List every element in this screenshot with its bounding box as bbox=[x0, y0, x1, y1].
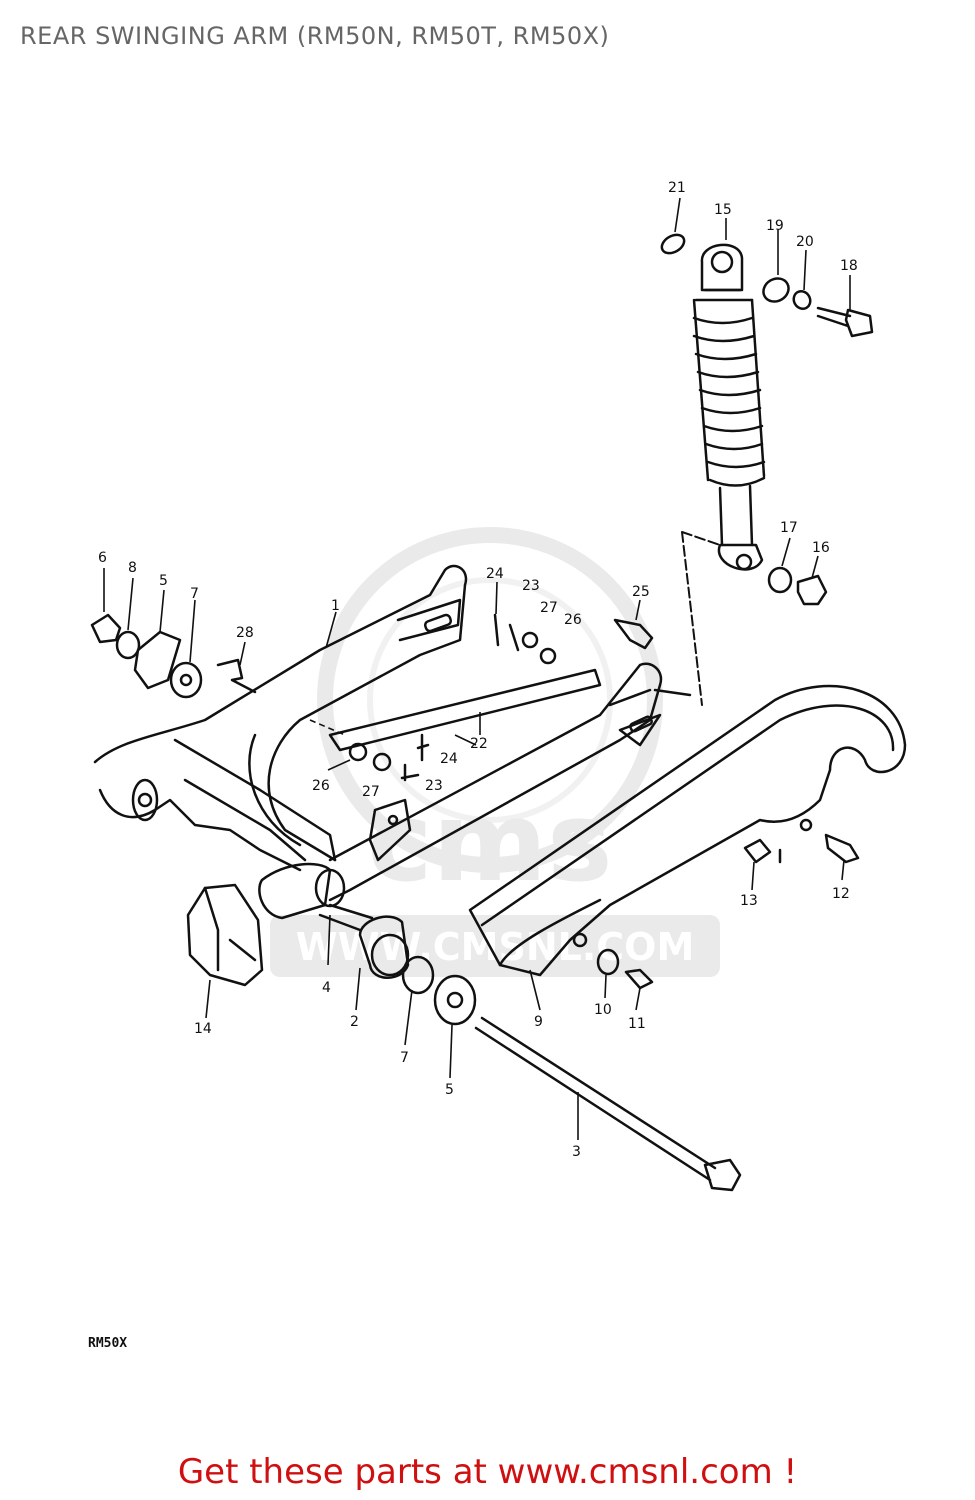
callout-19: 19 bbox=[766, 218, 784, 234]
nut-16 bbox=[796, 574, 828, 606]
callout-26-upper: 26 bbox=[564, 612, 582, 628]
callout-26-lower: 26 bbox=[312, 778, 330, 794]
model-label: RM50X bbox=[88, 1336, 128, 1351]
callout-11: 11 bbox=[628, 1016, 646, 1032]
washer-21 bbox=[660, 233, 686, 255]
callout-5-upper: 5 bbox=[159, 573, 168, 589]
washer-20 bbox=[792, 289, 812, 311]
block-13 bbox=[743, 838, 772, 864]
callout-23-lower: 23 bbox=[425, 778, 443, 794]
callout-3: 3 bbox=[572, 1144, 581, 1160]
washer-19 bbox=[762, 277, 790, 303]
callout-7-upper: 7 bbox=[190, 586, 199, 602]
bushing-2 bbox=[358, 915, 410, 979]
footer-link[interactable]: Get these parts at www.cmsnl.com ! bbox=[177, 1452, 798, 1492]
callout-15: 15 bbox=[714, 202, 732, 218]
callout-12: 12 bbox=[832, 886, 850, 902]
washer-27-lower bbox=[372, 752, 392, 772]
bushing-5-upper bbox=[133, 630, 182, 690]
callout-27-lower: 27 bbox=[362, 784, 380, 800]
callout-9: 9 bbox=[534, 1014, 543, 1030]
bolt-12 bbox=[824, 833, 860, 864]
callout-1: 1 bbox=[331, 598, 340, 614]
callout-4: 4 bbox=[322, 980, 331, 996]
bolt-18 bbox=[816, 306, 874, 338]
cotter-pin-24-lower bbox=[416, 733, 430, 762]
callout-27-upper: 27 bbox=[540, 600, 558, 616]
watermark-logo-text: cms bbox=[367, 778, 612, 906]
callout-17: 17 bbox=[780, 520, 798, 536]
callout-6: 6 bbox=[98, 550, 107, 566]
callout-24-upper: 24 bbox=[486, 566, 504, 582]
pivot-bolt-3 bbox=[474, 1016, 742, 1192]
callout-28: 28 bbox=[236, 625, 254, 641]
callout-18: 18 bbox=[840, 258, 858, 274]
swing-arm bbox=[93, 564, 692, 920]
washer-10 bbox=[596, 948, 620, 976]
page-title: REAR SWINGING ARM (RM50N, RM50T, RM50X) bbox=[20, 22, 610, 50]
callout-7-lower: 7 bbox=[400, 1050, 409, 1066]
callout-24-lower: 24 bbox=[440, 751, 458, 767]
cotter-pin-23-upper bbox=[508, 623, 520, 652]
callout-13: 13 bbox=[740, 893, 758, 909]
bolt-28 bbox=[216, 658, 257, 694]
cotter-pin-24-upper bbox=[493, 613, 500, 647]
bolt-25 bbox=[613, 618, 654, 650]
watermark-url-text: WWW.CMSNL.COM bbox=[296, 925, 695, 969]
callout-10: 10 bbox=[594, 1002, 612, 1018]
nut-6 bbox=[90, 613, 122, 644]
pivot-collar-4 bbox=[318, 903, 374, 932]
callout-22: 22 bbox=[470, 736, 488, 752]
callout-16: 16 bbox=[812, 540, 830, 556]
chain-slider bbox=[186, 883, 264, 987]
callout-14: 14 bbox=[194, 1021, 212, 1037]
washer-26-upper bbox=[539, 647, 557, 665]
washer-17 bbox=[767, 566, 793, 594]
washer-7-lower bbox=[401, 955, 435, 995]
chain-guard bbox=[468, 684, 907, 977]
callout-20: 20 bbox=[796, 234, 814, 250]
washer-26-lower bbox=[348, 742, 368, 762]
cotter-pin-23-lower bbox=[400, 763, 420, 782]
callout-2: 2 bbox=[350, 1014, 359, 1030]
callout-5-lower: 5 bbox=[445, 1082, 454, 1098]
callout-25: 25 bbox=[632, 584, 650, 600]
callout-8: 8 bbox=[128, 560, 137, 576]
washer-5-lower bbox=[433, 974, 477, 1026]
rear-shock-absorber bbox=[692, 243, 766, 571]
watermark-logo: cms WWW.CMSNL.COM bbox=[270, 527, 720, 977]
washer-7-upper bbox=[169, 661, 203, 699]
washer-27-upper bbox=[521, 631, 539, 649]
bolt-11 bbox=[624, 968, 654, 990]
callout-21: 21 bbox=[668, 180, 686, 196]
callout-23-upper: 23 bbox=[522, 578, 540, 594]
washer-8 bbox=[115, 630, 141, 660]
